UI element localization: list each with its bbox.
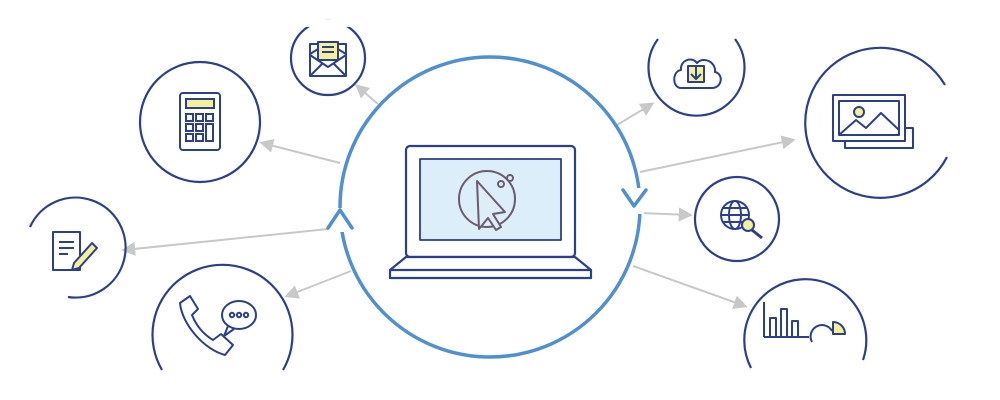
globe-search-icon xyxy=(720,200,763,240)
cloud-download-node xyxy=(647,38,746,117)
analytics-node xyxy=(743,278,868,369)
connector-phone-chat xyxy=(284,270,352,299)
connector-calculator xyxy=(259,139,341,164)
cursor-click-icon xyxy=(458,170,516,231)
image-icon xyxy=(832,94,914,149)
connector-cloud-download xyxy=(616,102,655,126)
connector-analytics xyxy=(632,265,748,309)
document-edit-icon xyxy=(52,231,98,271)
image-gallery-node xyxy=(804,46,948,199)
laptop-icon xyxy=(388,144,593,280)
cycle-arrow-up-icon xyxy=(326,208,354,230)
calculator-icon xyxy=(179,92,221,151)
email-node xyxy=(289,19,367,97)
web-search-node xyxy=(693,175,781,263)
connector-web-search xyxy=(639,207,693,222)
document-node xyxy=(28,196,127,299)
cloud-download-icon xyxy=(673,58,722,89)
bar-chart-icon xyxy=(763,302,846,343)
phone-chat-icon xyxy=(179,295,257,356)
connector-document xyxy=(121,227,339,256)
cycle-ring xyxy=(326,55,648,359)
calculator-node xyxy=(138,60,262,184)
cycle-arrow-down-icon xyxy=(621,188,648,208)
envelope-icon xyxy=(309,41,347,77)
connector-arrows xyxy=(121,84,796,309)
connector-email xyxy=(354,84,379,105)
connector-image-gallery xyxy=(639,135,796,173)
phone-chat-node xyxy=(151,263,294,371)
laptop-base xyxy=(388,255,593,280)
